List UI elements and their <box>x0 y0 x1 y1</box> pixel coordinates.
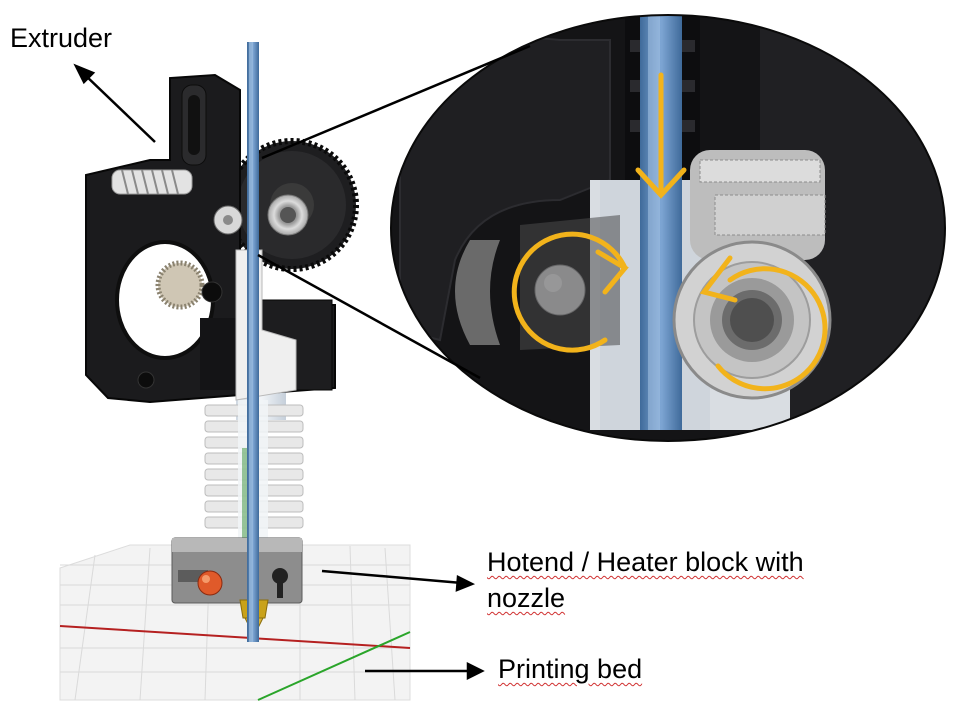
hotend-assembly <box>171 330 304 633</box>
hotend-arrow <box>321 569 463 585</box>
zoom-inset <box>390 14 946 442</box>
extruder-label: Extruder <box>10 23 113 53</box>
counterclockwise-arrow-icon <box>511 231 628 353</box>
bed-x-axis <box>59 625 411 649</box>
printing-bed <box>59 544 411 701</box>
extruder-body <box>85 73 359 404</box>
rotation-arrows <box>511 231 828 392</box>
zoom-connector-lines <box>257 44 531 380</box>
hotend-label-line1: Hotend / Heater block with <box>487 547 804 577</box>
extruder-arrow <box>83 73 156 143</box>
drive-gear <box>690 150 826 260</box>
hotend-label: Hotend / Heater block with nozzle <box>487 546 804 616</box>
hotend-label-line2: nozzle <box>487 582 566 613</box>
spring <box>111 169 193 195</box>
feed-arrow-icon <box>635 72 687 199</box>
clockwise-arrow-icon <box>715 266 828 392</box>
heater-block <box>171 537 303 604</box>
thermistor-icon <box>197 570 223 596</box>
pointer-arrows <box>73 63 485 681</box>
bed-y-axis <box>257 631 411 701</box>
printing-bed-label: Printing bed <box>498 654 643 684</box>
